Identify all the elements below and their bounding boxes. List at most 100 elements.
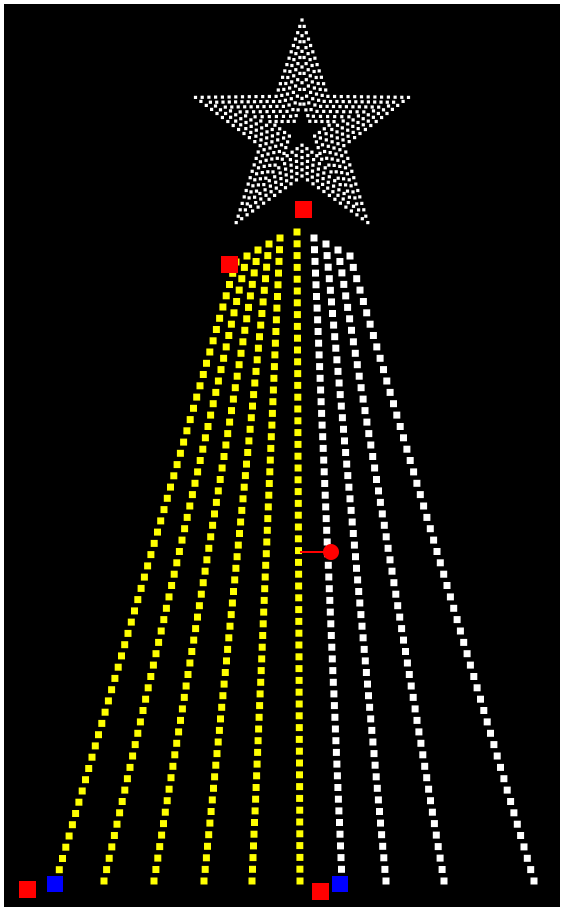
- strand-light: [219, 465, 226, 472]
- strand-light: [329, 310, 336, 317]
- strand-light: [241, 327, 248, 334]
- star-light: [232, 124, 235, 127]
- star-light: [259, 138, 262, 141]
- left-base-handle[interactable]: [19, 881, 36, 898]
- star-light: [302, 40, 305, 43]
- strand-light: [342, 449, 349, 456]
- strand-light: [260, 620, 267, 627]
- strand-light: [190, 637, 197, 644]
- star-light: [290, 176, 293, 179]
- strand-light: [141, 574, 148, 581]
- strand-light: [254, 356, 261, 363]
- star-light: [253, 178, 256, 181]
- strand-light: [111, 675, 118, 682]
- star-light: [315, 76, 318, 79]
- strand-light: [332, 737, 339, 744]
- strand-top-handle[interactable]: [221, 256, 238, 273]
- star-light: [254, 135, 257, 138]
- strand-light: [336, 380, 343, 387]
- star-light: [239, 123, 242, 126]
- star-light: [313, 70, 316, 73]
- strand-light: [177, 717, 184, 724]
- strand-light: [507, 798, 514, 805]
- strand-light: [265, 503, 272, 510]
- star-light: [350, 209, 353, 212]
- strand-light: [229, 600, 236, 607]
- star-light: [270, 140, 273, 143]
- star-light: [194, 96, 197, 99]
- strand-light: [331, 333, 338, 340]
- star-light: [347, 201, 350, 204]
- center-base-handle[interactable]: [312, 883, 329, 900]
- star-light: [317, 146, 320, 149]
- strand-light: [105, 697, 112, 704]
- strand-light: [295, 571, 302, 578]
- strand-light: [264, 527, 271, 534]
- strand-light: [333, 356, 340, 363]
- strand-light: [258, 310, 265, 317]
- strand-light: [364, 681, 371, 688]
- star-light: [286, 76, 289, 79]
- star-light: [326, 187, 329, 190]
- star-light: [309, 44, 312, 47]
- strand-light: [154, 855, 161, 862]
- top-handle[interactable]: [295, 201, 312, 218]
- right-anchor-handle[interactable]: [332, 876, 348, 892]
- star-light: [321, 143, 324, 146]
- star-light: [305, 62, 308, 65]
- strand-light: [251, 269, 258, 276]
- strand-light: [381, 522, 388, 529]
- rotate-handle-icon[interactable]: [323, 544, 339, 560]
- strand-light: [527, 866, 534, 873]
- strand-light: [296, 665, 303, 672]
- star-light: [311, 80, 314, 83]
- strand-light: [477, 696, 484, 703]
- strand-light: [268, 433, 275, 440]
- star-light: [305, 147, 308, 150]
- strand-light: [504, 787, 511, 794]
- strand-light: [224, 430, 231, 437]
- strand-light: [186, 503, 193, 510]
- star-light: [284, 99, 287, 102]
- strand-light: [296, 830, 303, 837]
- star-light: [298, 40, 301, 43]
- strand-light: [121, 787, 128, 794]
- star-light: [337, 188, 340, 191]
- star-light: [366, 221, 369, 224]
- star-light: [259, 177, 262, 180]
- strand-light: [218, 704, 225, 711]
- strand-light: [437, 855, 444, 862]
- star-light: [318, 162, 321, 165]
- strand-light: [253, 368, 260, 375]
- star-light: [298, 25, 301, 28]
- star-light: [240, 217, 243, 220]
- star-light: [253, 100, 256, 103]
- strand-light: [168, 582, 175, 589]
- strand-light: [245, 304, 252, 311]
- strand-light: [211, 510, 218, 517]
- strand-light: [231, 576, 238, 583]
- star-light: [333, 179, 336, 182]
- strand-light: [379, 843, 386, 850]
- star-light: [294, 68, 297, 71]
- strand-light: [264, 515, 271, 522]
- strand-light: [158, 628, 165, 635]
- star-light: [244, 127, 247, 130]
- light-display-canvas[interactable]: [4, 4, 560, 907]
- strand-light: [429, 809, 436, 816]
- star-light: [328, 175, 331, 178]
- strand-light: [241, 484, 248, 491]
- strand-light: [367, 715, 374, 722]
- strand-light: [255, 345, 262, 352]
- star-light: [275, 115, 278, 118]
- strand-light: [531, 878, 538, 885]
- star-light: [303, 56, 306, 59]
- left-anchor-handle[interactable]: [47, 876, 63, 892]
- star-light: [308, 120, 311, 123]
- strand-light: [201, 878, 208, 885]
- strand-light: [273, 305, 280, 312]
- star-light: [307, 38, 310, 41]
- strand-light: [173, 559, 180, 566]
- strand-light: [295, 465, 302, 472]
- strand-light: [325, 264, 332, 271]
